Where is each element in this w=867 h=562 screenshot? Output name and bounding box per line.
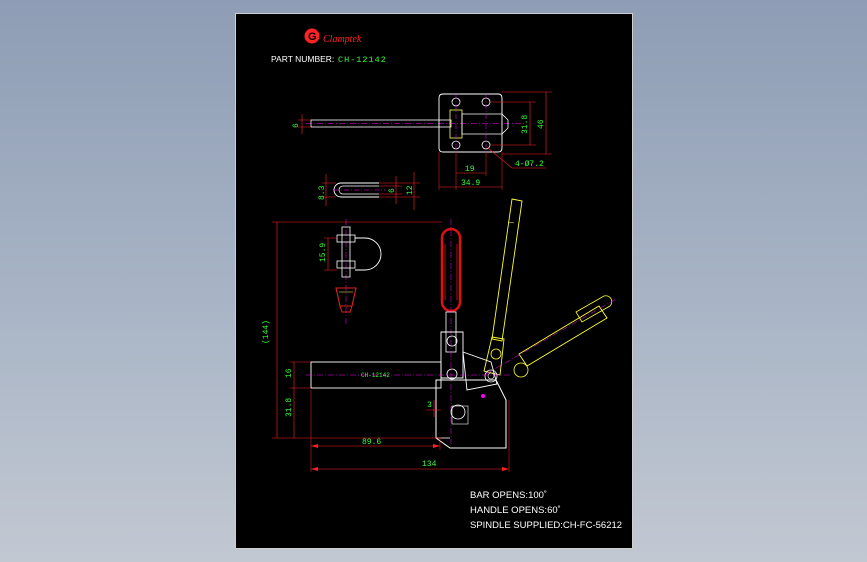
part-number-value: CH-12142 bbox=[338, 55, 387, 65]
bar-part-text: CH-12142 bbox=[361, 372, 390, 379]
dim-hole-callout: 4-Ø7.2 bbox=[515, 160, 544, 169]
drawing-sheet: G Clamptek PART NUMBER: CH-12142 6 31.8 … bbox=[235, 13, 633, 549]
note-bar-opens: BAR OPENS:100˚ bbox=[470, 490, 547, 501]
spindle-nut bbox=[336, 260, 356, 269]
dim-top-rod-height: 6 bbox=[292, 123, 301, 128]
logo-brand: Clamptek bbox=[323, 34, 362, 45]
logo-glyph: G bbox=[308, 31, 317, 43]
dim-plate-height-inner: 31.8 bbox=[521, 115, 530, 134]
top-lever bbox=[461, 113, 509, 135]
company-logo: G Clamptek bbox=[304, 28, 362, 45]
dim-slot-height: 8.3 bbox=[318, 185, 327, 200]
dim-base-height: 31.8 bbox=[285, 398, 294, 417]
dim-plate-height-outer: 46 bbox=[537, 119, 546, 129]
spindle-thread bbox=[341, 226, 351, 278]
top-view: 6 31.8 46 19 34.9 4-Ø7.2 bbox=[292, 91, 552, 190]
note-spindle: SPINDLE SUPPLIED:CH-FC-56212 bbox=[470, 520, 622, 531]
pivot-pin-icon bbox=[446, 335, 458, 347]
handle-open-position bbox=[491, 198, 523, 342]
dim-spindle-height: 15.9 bbox=[319, 243, 328, 262]
bar-open-position bbox=[518, 305, 608, 367]
dim-plate-width-outer: 34.9 bbox=[461, 179, 480, 188]
dim-plate-width-inner: 19 bbox=[465, 165, 475, 174]
mounting-plate bbox=[438, 93, 503, 153]
note-handle-opens: HANDLE OPENS:60˚ bbox=[470, 505, 561, 516]
spindle-clevis bbox=[355, 237, 382, 271]
dim-small-gap: 3 bbox=[427, 401, 432, 410]
dim-overall-height: (144) bbox=[262, 320, 271, 344]
base-pin-icon bbox=[450, 404, 466, 420]
link-plate bbox=[462, 351, 498, 391]
dim-slot-outer: 12 bbox=[406, 185, 415, 195]
dim-reach-outer: 134 bbox=[422, 460, 437, 469]
dim-reach-inner: 89.6 bbox=[362, 438, 381, 447]
spec-notes: BAR OPENS:100˚ HANDLE OPENS:60˚ SPINDLE … bbox=[470, 490, 622, 531]
side-view: CH-12142 (144) 16 31.8 3 89.6 134 bbox=[262, 198, 617, 472]
logo-mark-icon bbox=[304, 28, 320, 44]
spindle-nut bbox=[336, 234, 356, 243]
pivot-pin-icon bbox=[446, 368, 458, 380]
handle-grip bbox=[440, 227, 462, 313]
spindle-detail: 15.9 bbox=[319, 219, 382, 324]
dim-bar-offset: 16 bbox=[285, 368, 294, 378]
part-number-label: PART NUMBER: bbox=[271, 54, 334, 64]
dim-slot-inner: 6 bbox=[388, 188, 397, 193]
slot-detail: 8.3 6 12 bbox=[318, 172, 420, 210]
cad-drawing: G Clamptek PART NUMBER: CH-12142 6 31.8 … bbox=[262, 28, 622, 531]
